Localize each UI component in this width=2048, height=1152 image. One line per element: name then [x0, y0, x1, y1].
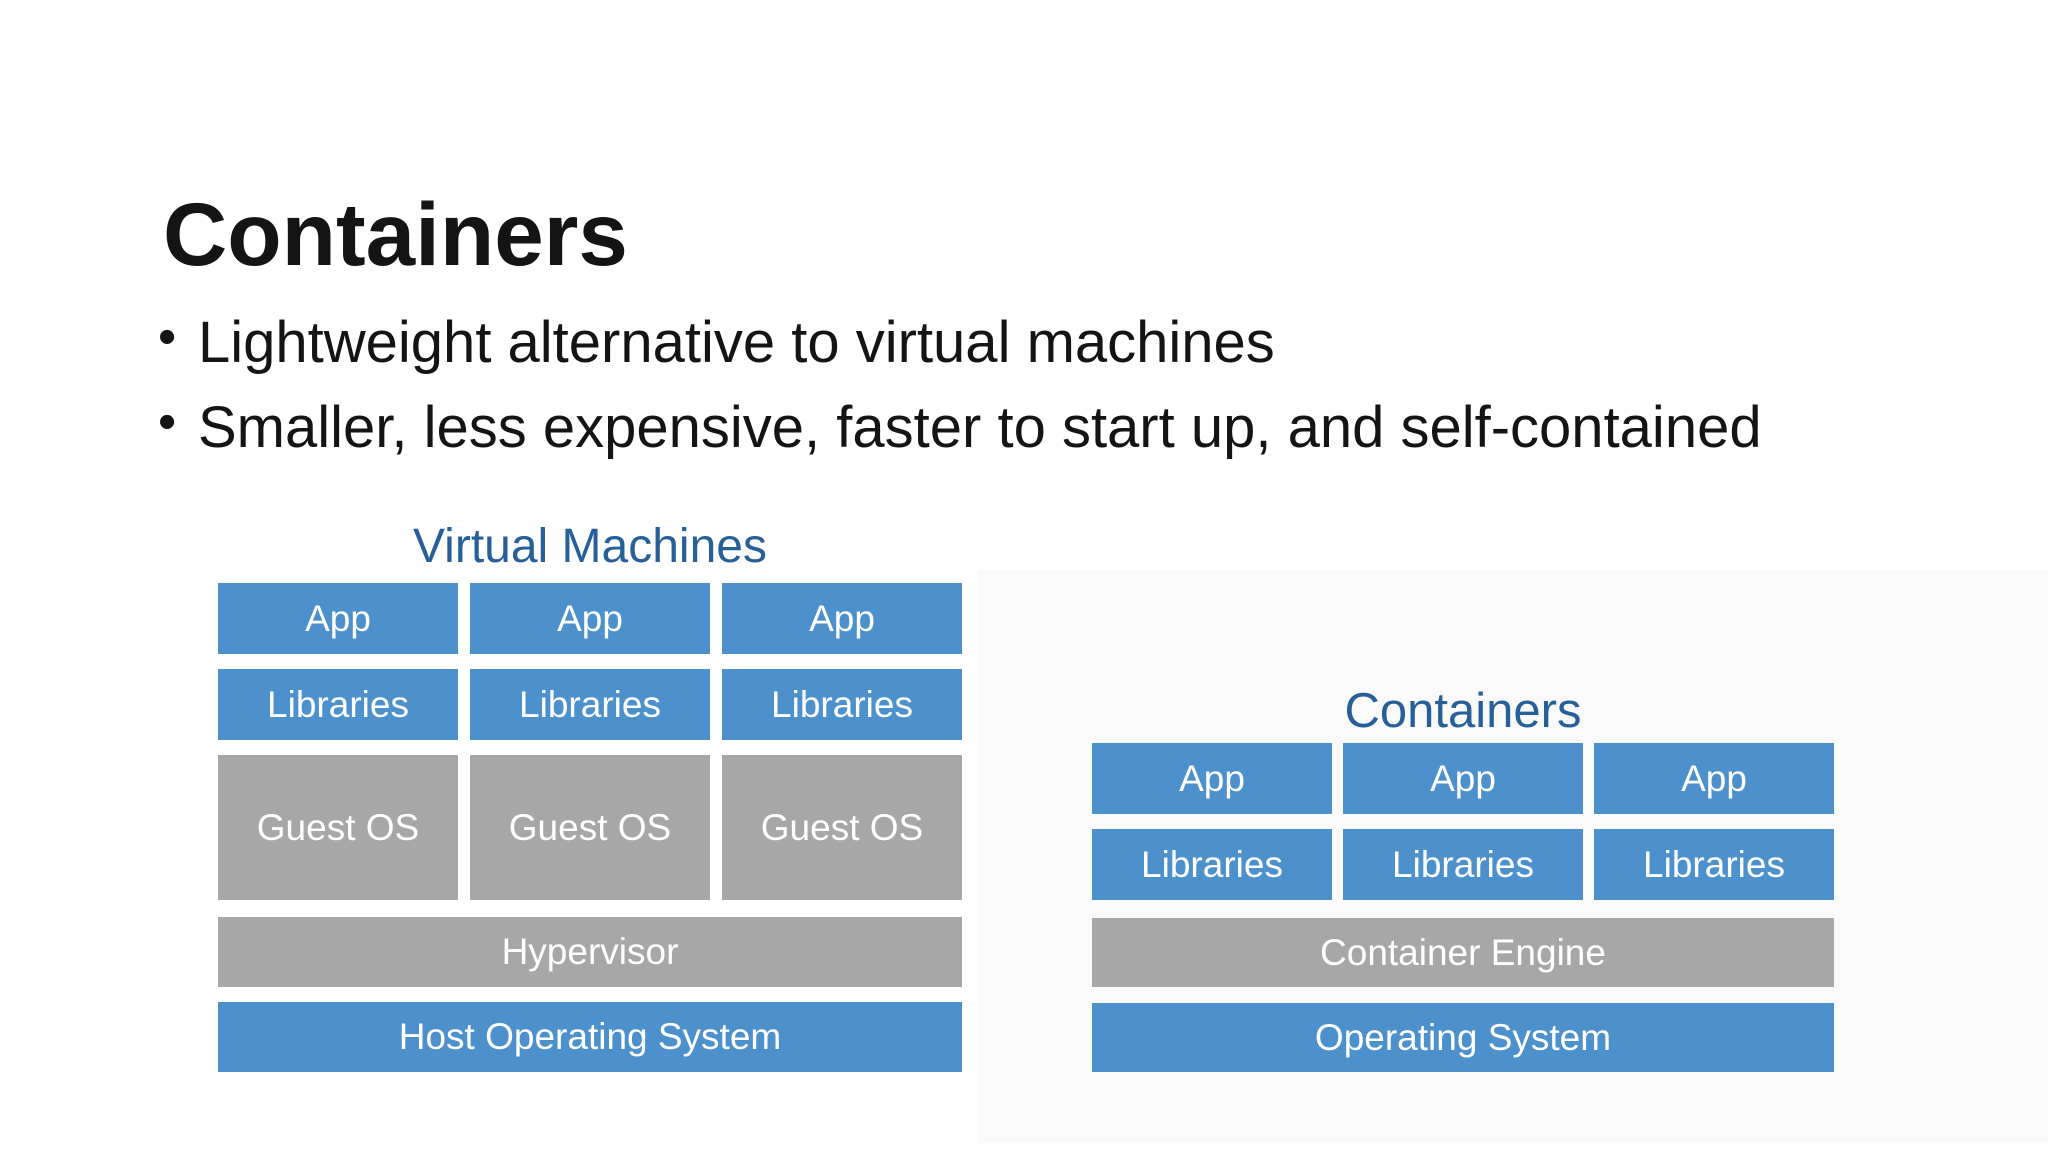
container-libraries-row: Libraries Libraries Libraries — [1092, 829, 1834, 900]
vm-app-box: App — [218, 583, 458, 654]
vm-guest-os-row: Guest OS Guest OS Guest OS — [218, 755, 962, 900]
container-libraries-box: Libraries — [1092, 829, 1332, 900]
vm-diagram-title: Virtual Machines — [413, 520, 767, 573]
container-libraries-box: Libraries — [1594, 829, 1834, 900]
vm-guest-os-box: Guest OS — [722, 755, 962, 900]
container-app-box: App — [1092, 743, 1332, 814]
vm-host-os-bar: Host Operating System — [218, 1002, 962, 1072]
slide-title: Containers — [163, 184, 628, 284]
container-engine-bar: Container Engine — [1092, 918, 1834, 987]
vm-guest-os-box: Guest OS — [470, 755, 710, 900]
container-app-row: App App App — [1092, 743, 1834, 814]
bullet-item-1: Lightweight alternative to virtual machi… — [158, 309, 1275, 375]
bullet-item-2: Smaller, less expensive, faster to start… — [158, 394, 1762, 460]
vm-app-box: App — [722, 583, 962, 654]
vm-app-row: App App App — [218, 583, 962, 654]
container-os-bar: Operating System — [1092, 1003, 1834, 1072]
vm-guest-os-box: Guest OS — [218, 755, 458, 900]
vm-app-box: App — [470, 583, 710, 654]
container-libraries-box: Libraries — [1343, 829, 1583, 900]
vm-hypervisor-bar: Hypervisor — [218, 917, 962, 987]
vm-libraries-box: Libraries — [722, 669, 962, 740]
vm-libraries-box: Libraries — [218, 669, 458, 740]
container-diagram: App App App Libraries Libraries Librarie… — [1092, 743, 1834, 1072]
container-app-box: App — [1594, 743, 1834, 814]
container-diagram-title: Containers — [1344, 684, 1582, 738]
vm-libraries-row: Libraries Libraries Libraries — [218, 669, 962, 740]
vm-libraries-box: Libraries — [470, 669, 710, 740]
vm-diagram: App App App Libraries Libraries Librarie… — [218, 583, 962, 1072]
container-app-box: App — [1343, 743, 1583, 814]
